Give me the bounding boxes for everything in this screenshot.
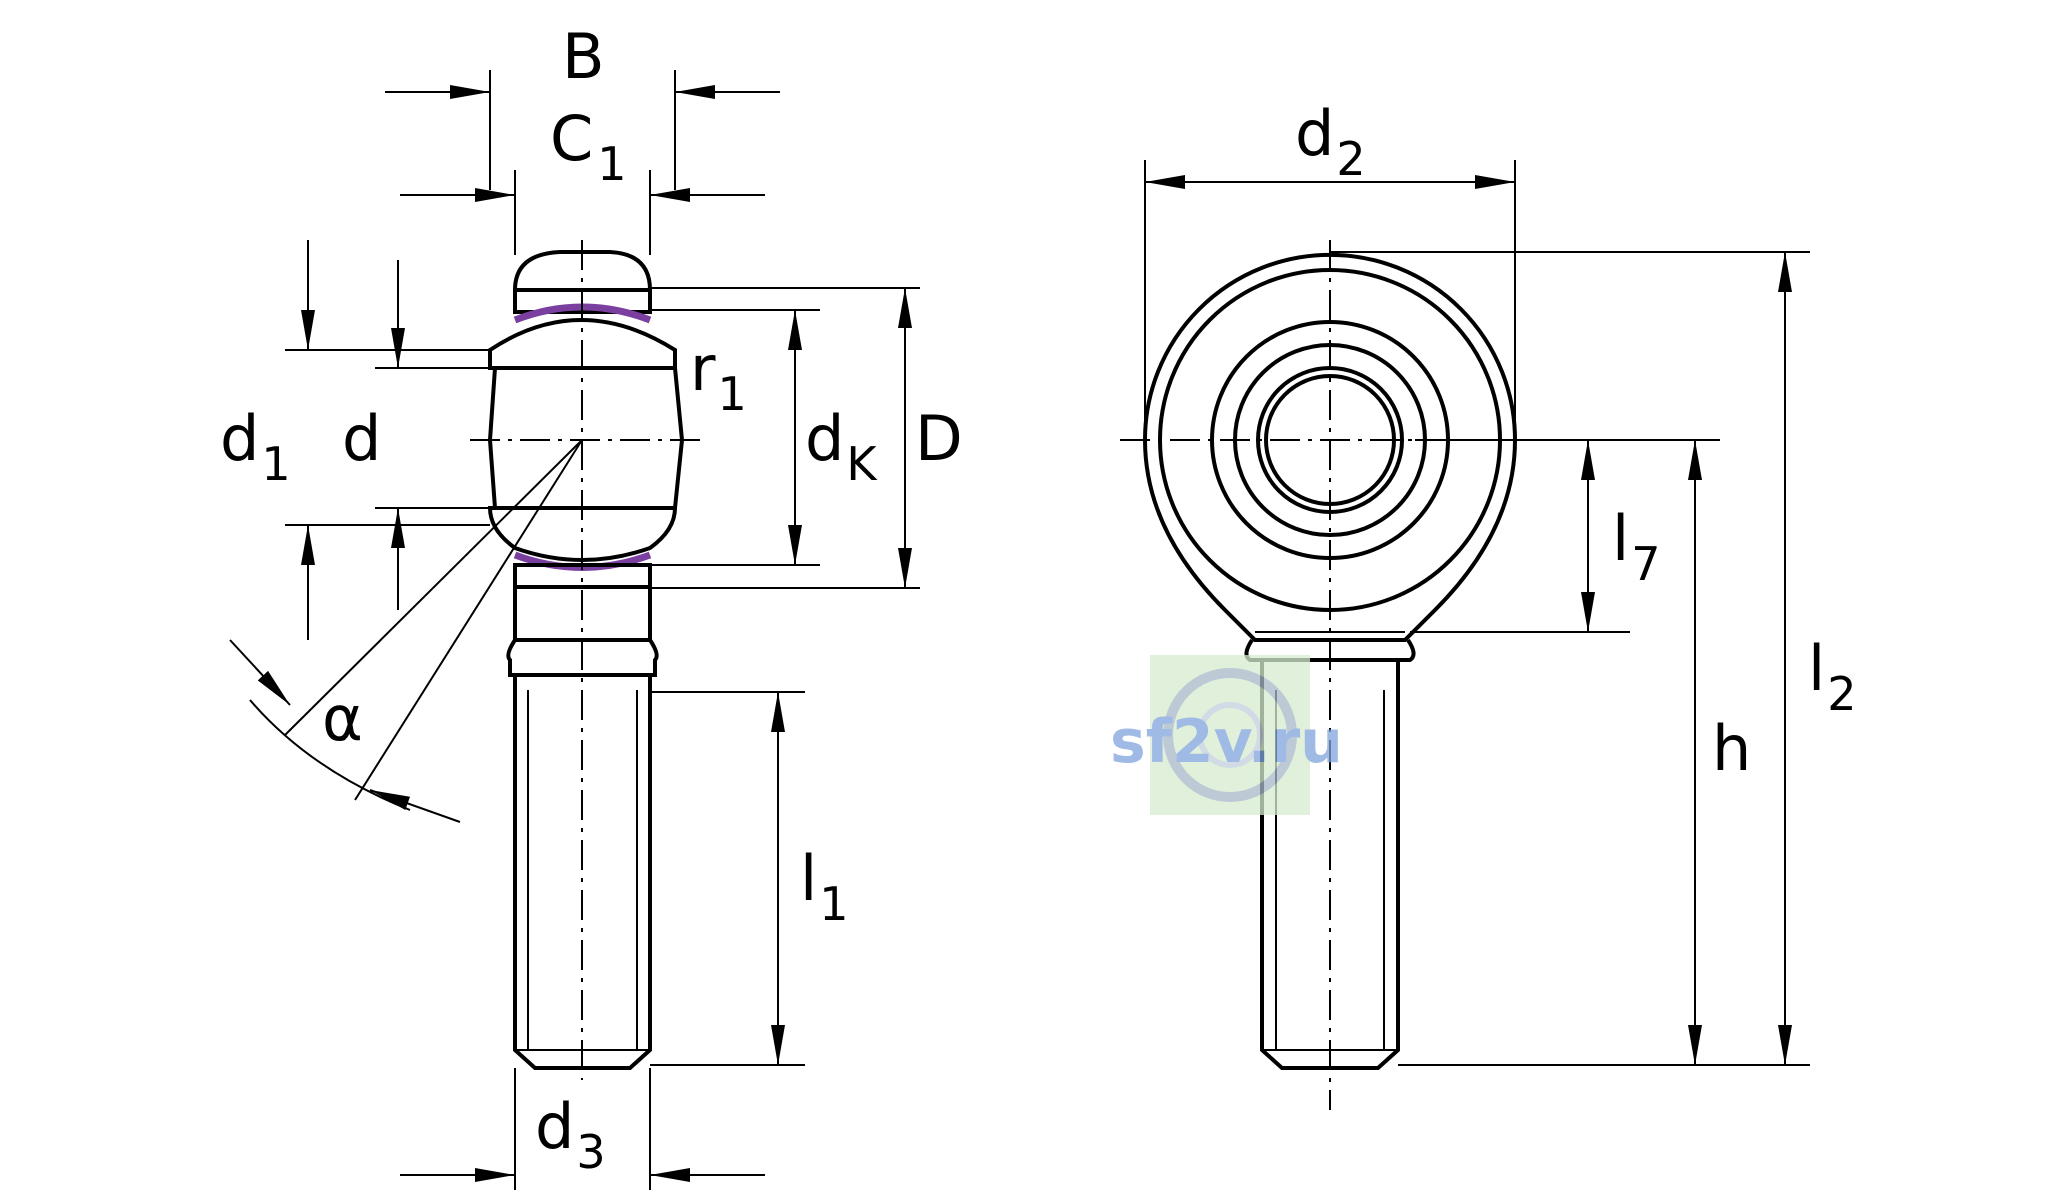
watermark-text: sf2v.ru	[1110, 707, 1343, 777]
ball-bore	[487, 366, 685, 510]
ball-lower	[487, 506, 678, 562]
dim-B: B	[385, 20, 780, 190]
dim-C1: C1	[400, 102, 765, 255]
alpha-arrow-1	[229, 639, 291, 706]
neck-groove	[506, 638, 659, 677]
dim-l2: l2	[1330, 251, 1857, 1065]
label-r1: r1	[690, 332, 747, 421]
label-l2: l2	[1808, 632, 1857, 721]
dim-d3: d3	[400, 1068, 765, 1190]
eye-outer	[1142, 253, 1518, 642]
housing-top	[512, 250, 653, 292]
side-section-view	[229, 240, 700, 1080]
watermark: sf2v.ru	[1110, 655, 1343, 815]
label-d2: d2	[1295, 97, 1366, 186]
dim-l1: l1	[650, 691, 849, 1066]
label-h: h	[1712, 712, 1751, 785]
label-D: D	[915, 402, 963, 475]
watermark-logo-bearing-icon	[1163, 668, 1297, 802]
alpha-ray-1	[284, 439, 583, 736]
label-d: d	[342, 402, 381, 475]
dim-D: D	[650, 287, 963, 589]
watermark-logo-inner-ring	[1197, 702, 1263, 768]
dim-d: d	[342, 260, 495, 610]
dim-dk: dK	[650, 309, 878, 566]
dim-h: h	[1398, 440, 1810, 1066]
dim-l7: l7	[1410, 439, 1720, 633]
label-d3: d3	[535, 1090, 606, 1179]
label-d1: d1	[220, 402, 291, 491]
label-dk: dK	[805, 402, 878, 491]
alpha-arrow-2	[369, 789, 461, 823]
watermark-logo-bg	[1150, 655, 1310, 815]
dim-d1: d1	[220, 240, 490, 640]
alpha-ray-2	[354, 439, 583, 801]
label-l1: l1	[800, 842, 849, 931]
dim-d2: d2	[1144, 97, 1516, 440]
label-l7: l7	[1612, 502, 1661, 591]
label-C1: C1	[550, 102, 627, 191]
label-B: B	[562, 20, 605, 93]
ball-upper	[488, 318, 677, 370]
label-alpha: α	[322, 682, 363, 755]
